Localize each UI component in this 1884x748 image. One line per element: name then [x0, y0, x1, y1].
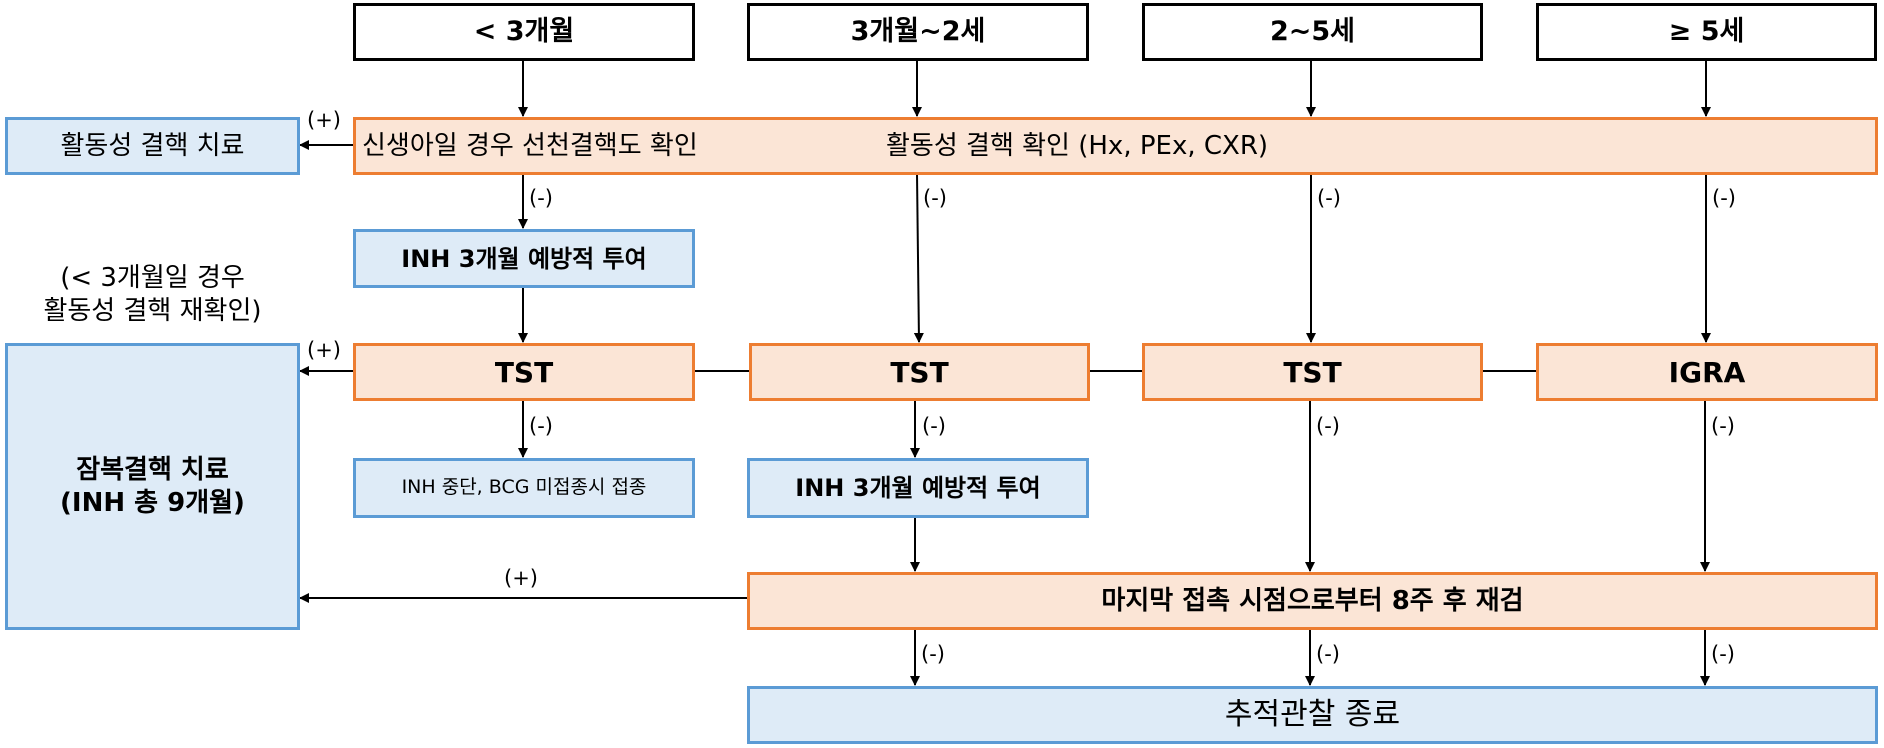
edge-label-negative: (-) — [923, 186, 947, 210]
inh-prophylaxis-3m-2y-box: INH 3개월 예방적 투여 — [747, 458, 1089, 518]
inh-prophylaxis-under-3m-box: INH 3개월 예방적 투여 — [353, 229, 695, 288]
age-group-label: 3개월~2세 — [850, 16, 986, 48]
ltbi-treatment-box: 잠복결핵 치료 (INH 총 9개월) — [5, 343, 300, 630]
recheck-note-line2: 활동성 결핵 재확인) — [43, 295, 262, 326]
edge-label-negative: (-) — [921, 642, 945, 666]
edge-label-negative: (-) — [922, 414, 946, 438]
edge-label-negative: (-) — [1317, 186, 1341, 210]
age-group-5y-plus: ≥ 5세 — [1536, 3, 1877, 61]
tst-box-3m-2y: TST — [749, 343, 1090, 401]
recheck-note-line1: (< 3개월일 경우 — [60, 263, 245, 293]
igra-box-5y-plus: IGRA — [1536, 343, 1878, 401]
age-group-label: 2~5세 — [1269, 16, 1356, 48]
age-group-label: ≥ 5세 — [1668, 16, 1745, 48]
edge-label-negative: (-) — [1316, 414, 1340, 438]
edge-label-negative: (-) — [529, 414, 553, 438]
edge-label-positive: (+) — [504, 566, 538, 590]
edge-label-negative: (-) — [1711, 642, 1735, 666]
test-label: TST — [1283, 355, 1342, 389]
active-tb-check-box: 신생아일 경우 선천결핵도 확인 활동성 결핵 확인 (Hx, PEx, CXR… — [353, 117, 1878, 175]
tst-box-2-5y: TST — [1142, 343, 1483, 401]
end-followup-box: 추적관찰 종료 — [747, 686, 1878, 744]
ltbi-treatment-line1: 잠복결핵 치료 — [76, 455, 229, 485]
active-tb-treatment-box: 활동성 결핵 치료 — [5, 117, 300, 175]
test-label: IGRA — [1668, 355, 1746, 389]
inh-prophylaxis-label: INH 3개월 예방적 투여 — [401, 244, 647, 273]
active-tb-treatment-label: 활동성 결핵 치료 — [60, 130, 245, 161]
ltbi-treatment-line2: (INH 총 9개월) — [60, 487, 245, 518]
newborn-note: 신생아일 경우 선천결핵도 확인 — [362, 130, 698, 161]
retest-label: 마지막 접촉 시점으로부터 8주 후 재검 — [1101, 585, 1524, 616]
edge-label-negative: (-) — [1711, 414, 1735, 438]
end-followup-label: 추적관찰 종료 — [1224, 697, 1401, 733]
arrow-check-to-tst2 — [913, 173, 924, 343]
edge-label-positive: (+) — [307, 338, 341, 362]
inh-stop-label: INH 중단, BCG 미접종시 접종 — [401, 476, 647, 499]
inh-prophylaxis-label: INH 3개월 예방적 투여 — [795, 474, 1041, 502]
edge-label-positive: (+) — [307, 108, 341, 132]
edge-label-negative: (-) — [1712, 186, 1736, 210]
retest-8-weeks-box: 마지막 접촉 시점으로부터 8주 후 재검 — [747, 572, 1878, 630]
age-group-under-3m: < 3개월 — [353, 3, 695, 61]
edge-label-negative: (-) — [529, 186, 553, 210]
active-tb-check-label: 활동성 결핵 확인 (Hx, PEx, CXR) — [886, 130, 1269, 161]
edge-label-negative: (-) — [1316, 642, 1340, 666]
inh-stop-bcg-box: INH 중단, BCG 미접종시 접종 — [353, 458, 695, 518]
recheck-note: (< 3개월일 경우 활동성 결핵 재확인) — [5, 262, 300, 327]
age-group-2-5y: 2~5세 — [1142, 3, 1483, 61]
test-label: TST — [494, 355, 554, 389]
tst-box-under-3m: TST — [353, 343, 695, 401]
age-group-label: < 3개월 — [473, 16, 575, 48]
age-group-3m-2y: 3개월~2세 — [747, 3, 1089, 61]
test-label: TST — [890, 355, 949, 389]
